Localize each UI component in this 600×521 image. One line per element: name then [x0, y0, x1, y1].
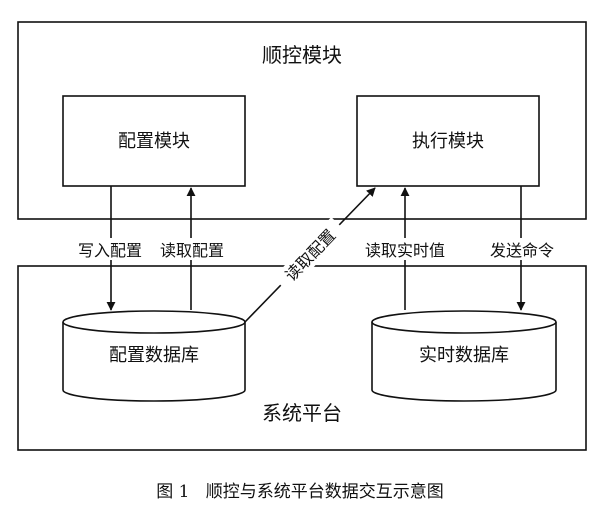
send-command-label: 发送命令: [490, 241, 554, 260]
read-config-label: 读取配置: [160, 241, 224, 260]
sequence-module-title: 顺控模块: [262, 43, 342, 67]
exec-module-box: [356, 95, 540, 187]
realtime-database: 实时数据库: [371, 310, 557, 402]
config-database: 配置数据库: [62, 310, 246, 402]
read-realtime-label: 读取实时值: [365, 241, 445, 260]
realtime-database-label: 实时数据库: [419, 345, 509, 366]
config-database-label: 配置数据库: [109, 345, 199, 366]
write-config-label: 写入配置: [78, 241, 142, 260]
system-platform-title: 系统平台: [262, 401, 342, 425]
sequence-module-box: [17, 21, 587, 220]
config-module-box: [62, 95, 246, 187]
figure-caption: 图 1 顺控与系统平台数据交互示意图: [156, 482, 443, 502]
exec-module-label: 执行模块: [412, 131, 484, 152]
read-config-diagonal-label: 读取配置: [281, 226, 339, 285]
config-module-label: 配置模块: [118, 131, 190, 152]
